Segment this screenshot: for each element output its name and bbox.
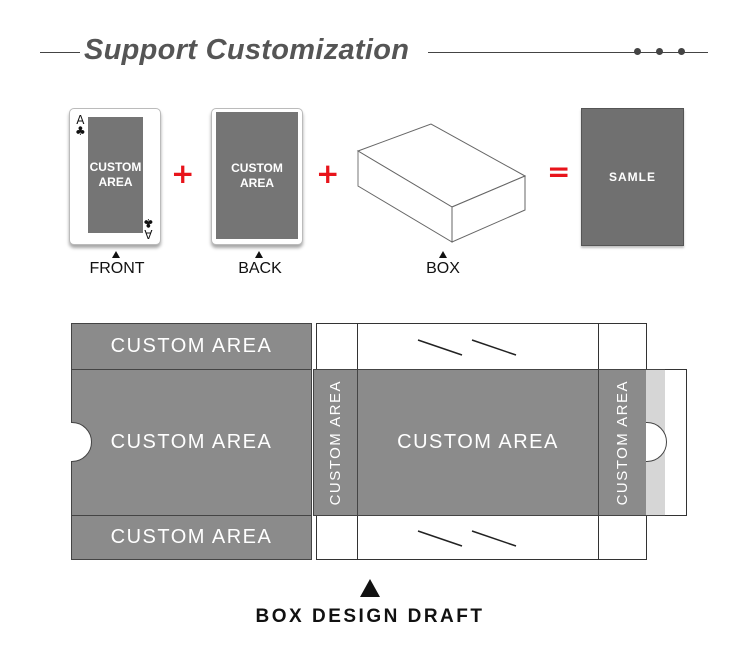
club-suit-icon: ♣: [143, 216, 154, 230]
box-pointer-icon: [439, 251, 447, 258]
back-caption: BACK: [238, 260, 282, 277]
top-tuck-flap: [316, 323, 647, 371]
header-rule-left: [40, 52, 80, 53]
center-panel-custom-area: CUSTOM AREA: [357, 369, 599, 516]
header-dots-ornament: [632, 47, 692, 57]
draft-pointer-icon: [360, 579, 380, 597]
front-card: A ♣ CUSTOM AREA A ♣: [69, 108, 161, 245]
left-thumb-notch: [71, 422, 92, 462]
right-side-panel: CUSTOM AREA: [598, 369, 647, 516]
box-illustration: [356, 123, 527, 243]
header-rule-right: [428, 52, 708, 53]
front-caption: FRONT: [89, 260, 145, 277]
sample-result: SAMLE: [581, 108, 684, 246]
glue-flap: [665, 369, 687, 516]
slit-marks-bottom: [417, 530, 517, 547]
front-pointer-icon: [112, 251, 120, 258]
page-title: Support Customization: [84, 34, 410, 66]
back-custom-area: CUSTOM AREA: [216, 112, 298, 239]
plus-sign: +: [316, 157, 340, 190]
bottom-tuck-flap: [316, 514, 647, 560]
right-side-custom-area: CUSTOM AREA: [614, 379, 631, 506]
card-corner-top: A ♣: [75, 113, 86, 138]
left-panel-custom-area: CUSTOM AREA: [71, 369, 312, 516]
top-flap-custom-area: CUSTOM AREA: [71, 323, 312, 370]
club-suit-icon: ♣: [75, 124, 86, 138]
back-pointer-icon: [255, 251, 263, 258]
equals-sign: =: [547, 155, 571, 188]
left-side-custom-area: CUSTOM AREA: [327, 379, 344, 506]
left-side-panel: CUSTOM AREA: [313, 369, 358, 516]
front-custom-area: CUSTOM AREA: [88, 117, 143, 233]
card-corner-bottom: A ♣: [143, 216, 154, 241]
box-caption: BOX: [426, 260, 460, 277]
plus-sign: +: [171, 157, 195, 190]
bottom-flap-custom-area: CUSTOM AREA: [71, 515, 312, 560]
card-rank-top: A: [76, 113, 85, 127]
draft-label: BOX DESIGN DRAFT: [255, 606, 485, 627]
back-card: CUSTOM AREA: [211, 108, 303, 245]
slit-marks-top: [417, 339, 517, 356]
